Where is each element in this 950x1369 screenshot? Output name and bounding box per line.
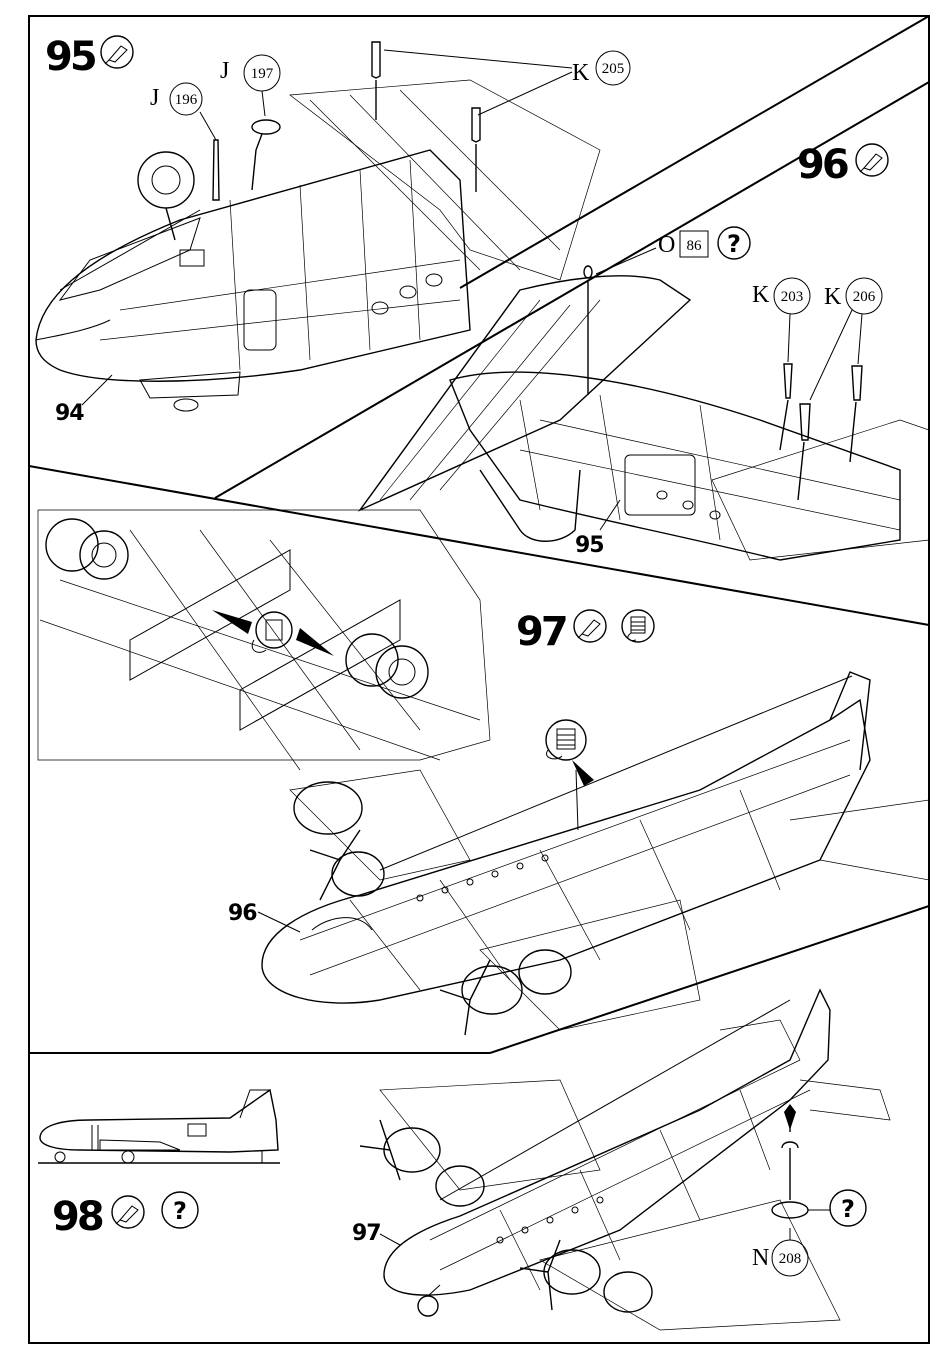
side-view-drawing <box>38 1090 280 1163</box>
svg-text:208: 208 <box>779 1251 802 1267</box>
callout-j197: J 197 <box>220 55 280 190</box>
ref-label: 97 <box>352 1221 381 1246</box>
aircraft-drawing <box>262 210 929 1035</box>
glue-tube-icon <box>856 144 888 176</box>
callout-n208: N 208 ? <box>752 1104 866 1276</box>
svg-text:J: J <box>220 58 229 84</box>
step-95: 95 J 196 J 197 K 205 <box>36 34 630 426</box>
ref-leader <box>380 1234 400 1245</box>
step-96: 96 O 86 ? K 203 K <box>360 142 929 560</box>
callout-j196: J 196 <box>150 83 219 200</box>
svg-text:O: O <box>658 232 675 258</box>
step-number: 95 <box>45 34 96 80</box>
callout-k206: K 206 <box>798 278 882 500</box>
fuselage-wing-drawing <box>360 276 929 560</box>
svg-text:K: K <box>572 60 590 86</box>
step-number: 98 <box>52 1194 103 1240</box>
svg-text:K: K <box>824 284 842 310</box>
svg-text:203: 203 <box>781 289 804 305</box>
step-number: 97 <box>516 609 566 655</box>
svg-text:?: ? <box>727 230 741 258</box>
step-number: 96 <box>797 142 848 188</box>
divider-97-98-diag <box>490 906 929 1053</box>
svg-text:?: ? <box>841 1195 855 1223</box>
ref-label: 96 <box>228 901 257 926</box>
ref-leader <box>600 500 620 530</box>
svg-text:197: 197 <box>251 66 274 82</box>
svg-text:86: 86 <box>687 238 703 254</box>
svg-text:?: ? <box>173 1197 187 1225</box>
svg-text:J: J <box>150 85 159 111</box>
fuselage-nose-drawing <box>36 80 600 411</box>
ref-label: 94 <box>55 401 84 426</box>
svg-text:206: 206 <box>853 289 876 305</box>
glue-tube-icon <box>112 1196 144 1228</box>
callout-o86: O 86 ? <box>584 227 750 395</box>
aircraft-drawing <box>360 990 890 1330</box>
question-mark-icon: ? <box>162 1192 198 1228</box>
ref-label: 95 <box>575 533 604 558</box>
step-98: 98 ? N 208 <box>38 990 890 1330</box>
svg-text:205: 205 <box>602 61 625 77</box>
svg-text:196: 196 <box>175 92 198 108</box>
thread-spool-icon <box>546 720 594 830</box>
svg-text:N: N <box>752 1245 769 1271</box>
glue-tube-icon <box>574 610 606 642</box>
svg-text:K: K <box>752 282 770 308</box>
glue-tube-icon <box>101 36 133 68</box>
thread-spool-icon <box>622 610 654 642</box>
ref-leader <box>258 912 300 932</box>
ref-leader <box>82 375 112 405</box>
inset-gear-detail <box>38 510 490 770</box>
divider-96-97 <box>29 466 929 625</box>
step-97: 97 <box>38 210 929 1035</box>
